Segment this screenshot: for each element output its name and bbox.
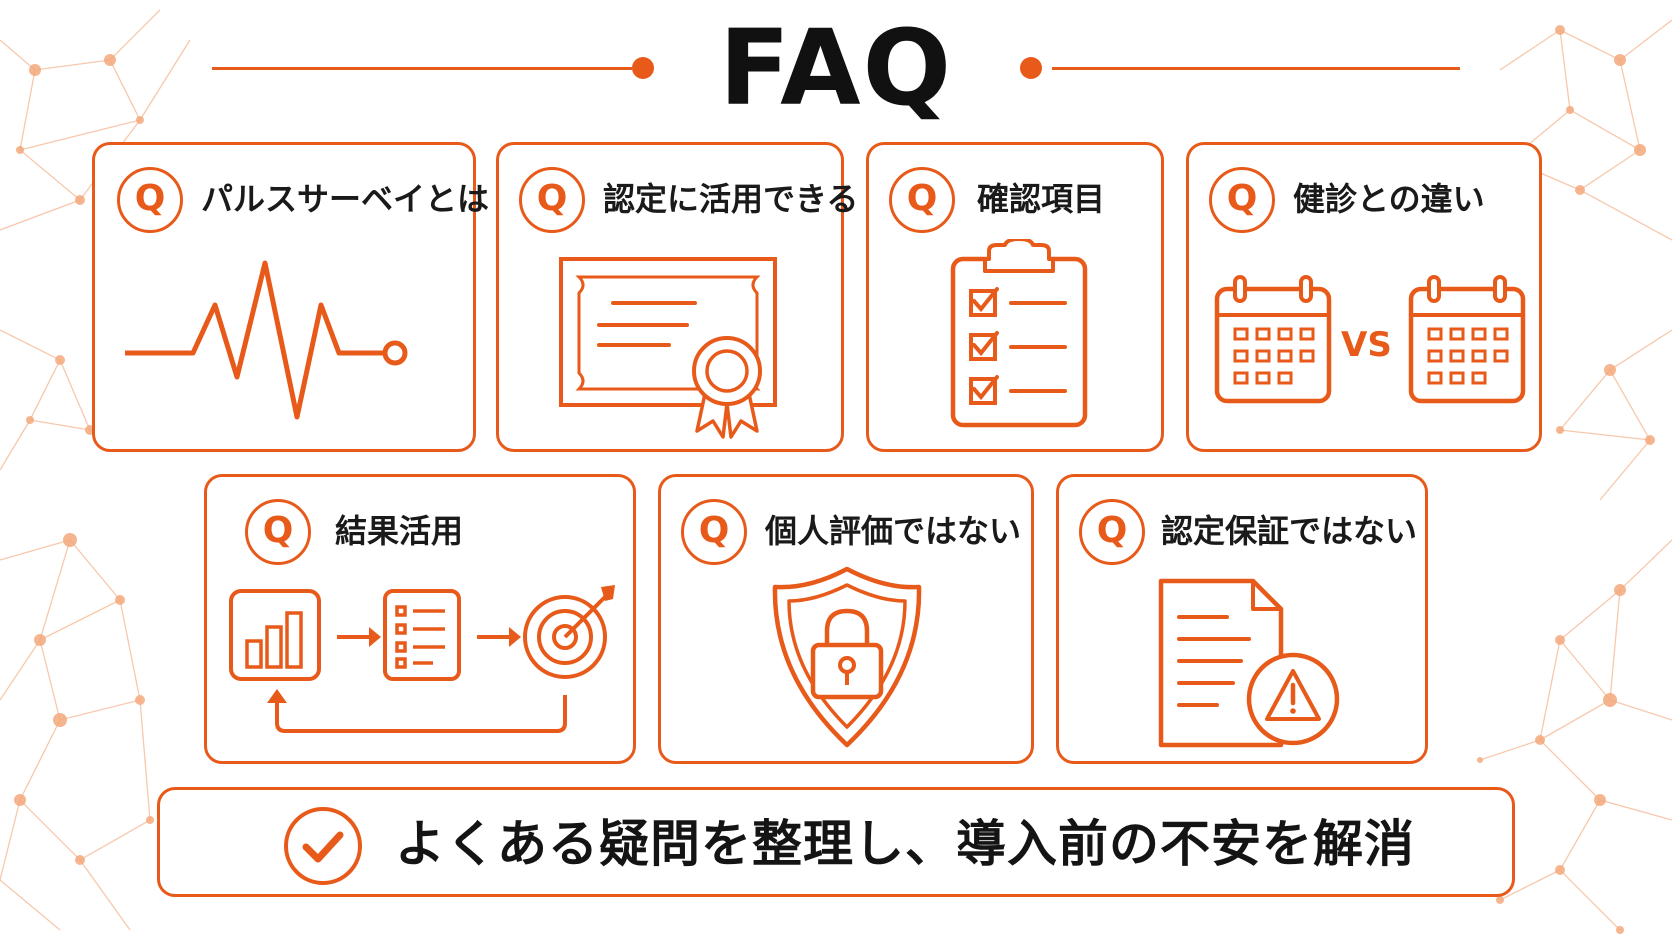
title-line-right — [1052, 67, 1460, 70]
q-badge: Q — [681, 499, 747, 565]
document-warning-icon — [1158, 578, 1340, 748]
faq-question-label: 確認項目 — [977, 180, 1106, 218]
checklist-clipboard-icon — [950, 239, 1088, 428]
summary-banner: よくある疑問を整理し、導入前の不安を解消 — [157, 787, 1515, 897]
q-badge: Q — [245, 499, 311, 565]
faq-question-label: 認定保証ではない — [1161, 512, 1418, 550]
faq-card-not-individual-evaluation[interactable]: Q 個人評価ではない — [658, 474, 1034, 764]
title-dot-right — [1020, 57, 1042, 79]
calendar-icon — [1214, 275, 1332, 404]
summary-text: よくある疑問を整理し、導入前の不安を解消 — [395, 815, 1415, 873]
faq-question-label: 個人評価ではない — [765, 512, 1022, 550]
faq-question-label: 結果活用 — [335, 512, 464, 550]
check-icon — [302, 831, 344, 863]
faq-card-health-check-difference[interactable]: Q 健診との違い VS — [1186, 142, 1542, 452]
title-area: FAQ — [0, 0, 1672, 140]
certificate-icon — [559, 257, 777, 439]
faq-question-label: パルスサーベイとは — [201, 180, 490, 218]
faq-question-label: 認定に活用できる — [603, 180, 859, 218]
faq-card-check-items[interactable]: Q 確認項目 — [866, 142, 1164, 452]
calendar-icon — [1408, 275, 1526, 404]
q-badge: Q — [889, 167, 955, 233]
title-dot-left — [632, 57, 654, 79]
check-badge — [284, 807, 362, 885]
faq-card-result-use[interactable]: Q 結果活用 — [204, 474, 636, 764]
heartbeat-icon — [125, 260, 408, 420]
shield-lock-icon — [772, 566, 922, 748]
result-cycle-icon — [229, 585, 615, 733]
page-title: FAQ — [718, 7, 953, 129]
faq-card-pulse-survey[interactable]: Q パルスサーベイとは — [92, 142, 489, 452]
faq-card-not-certification-guarantee[interactable]: Q 認定保証ではない — [1056, 474, 1428, 764]
faq-question-label: 健診との違い — [1293, 180, 1485, 218]
faq-card-certification-use[interactable]: Q 認定に活用できる — [496, 142, 858, 452]
q-badge: Q — [1079, 499, 1145, 565]
q-badge: Q — [117, 167, 183, 233]
title-line-left — [212, 67, 632, 70]
q-badge: Q — [519, 167, 585, 233]
vs-label: VS — [1341, 325, 1392, 365]
q-badge: Q — [1209, 167, 1275, 233]
